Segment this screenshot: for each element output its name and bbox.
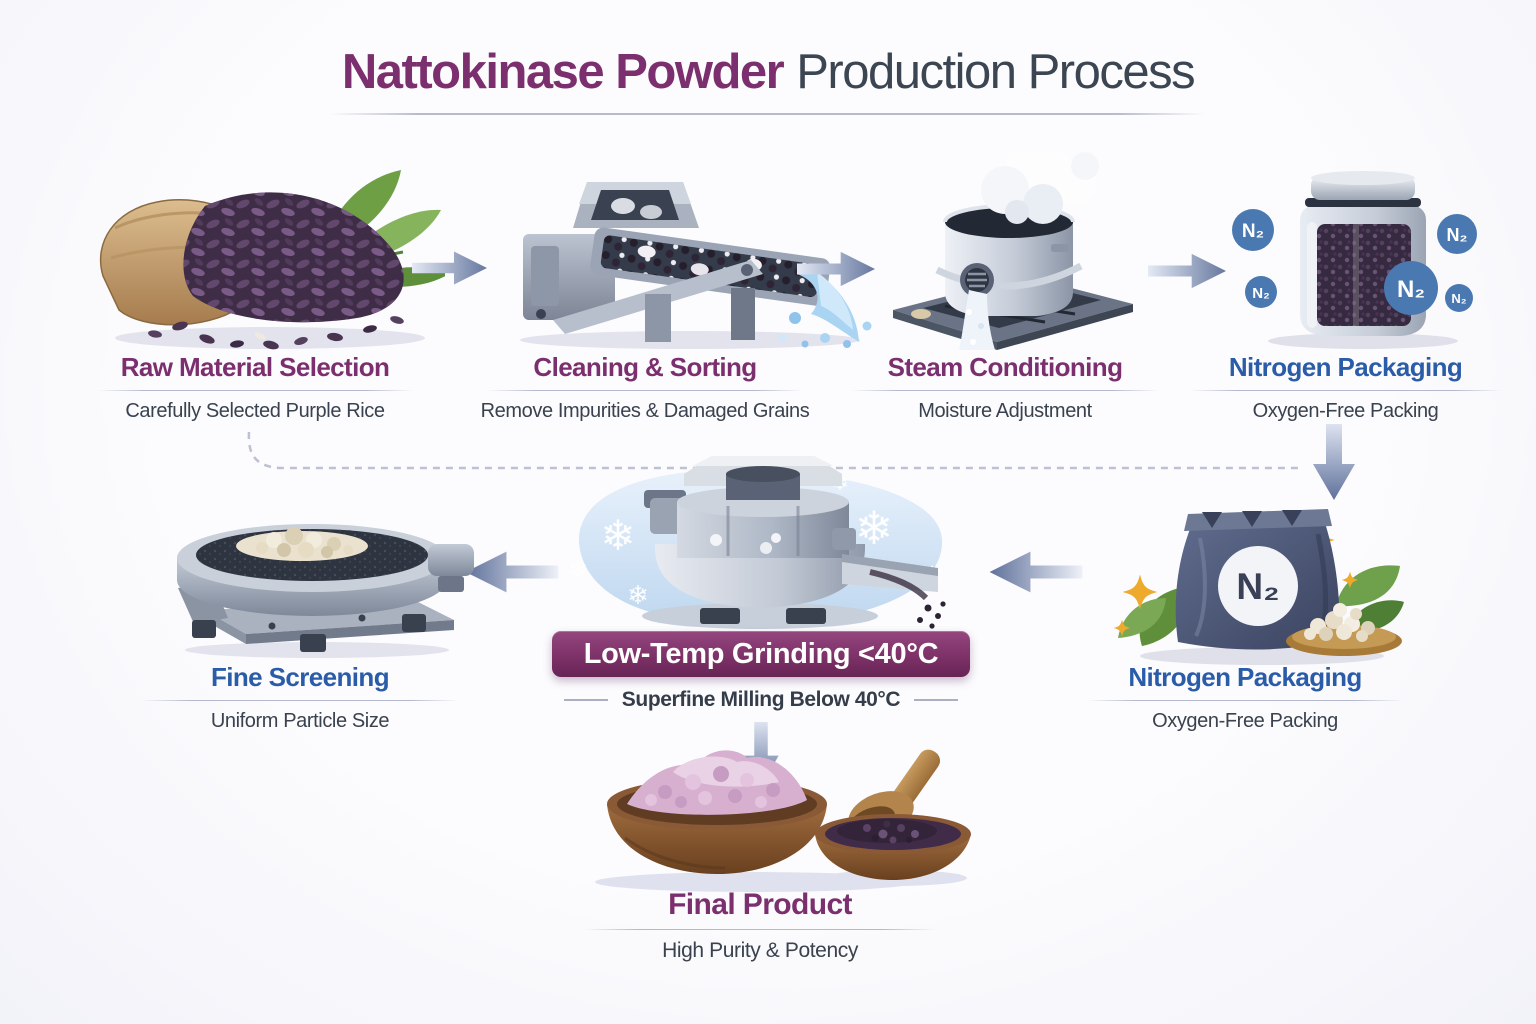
step-title: Nitrogen Packaging	[1128, 662, 1362, 692]
grinding-mill-icon	[642, 456, 946, 629]
title-highlight: Nattokinase Powder	[341, 45, 785, 99]
pink-powder-icon	[627, 750, 807, 815]
label-divider	[851, 390, 1159, 391]
arrow-down-icon	[1313, 424, 1355, 500]
feed-hopper-icon	[573, 182, 699, 228]
step-steam: Steam Conditioning Moisture Adjustment	[830, 352, 1180, 423]
label-divider	[486, 390, 804, 391]
step-subtitle: Remove Impurities & Damaged Grains	[480, 400, 810, 422]
sorting-belt-icon	[590, 227, 831, 306]
sieve-motor	[428, 544, 474, 592]
label-divider	[584, 929, 936, 930]
n2-label: N₂	[1252, 285, 1270, 302]
arrow-right-icon	[797, 251, 875, 287]
step-title: Nitrogen Packaging	[1228, 352, 1463, 382]
step-nitrogen-jar: Nitrogen Packaging Oxygen-Free Packing	[1168, 352, 1523, 423]
arrow-right-icon	[412, 251, 487, 285]
purple-rice-pile-icon	[148, 192, 404, 350]
grinding-subtitle-row: Superfine Milling Below 40°C	[540, 688, 982, 712]
n2-label: N₂	[1451, 291, 1466, 306]
label-divider	[96, 390, 414, 391]
n2-label: N₂	[1447, 225, 1468, 245]
label-divider	[1189, 390, 1502, 391]
n2-pouch-icon: N₂	[1175, 509, 1340, 650]
step-title: Raw Material Selection	[120, 352, 390, 382]
pellet-plate-icon	[1286, 603, 1402, 656]
step-subtitle: Carefully Selected Purple Rice	[125, 400, 385, 422]
n2-label: N₂	[1242, 221, 1264, 242]
step-screening: Fine Screening Uniform Particle Size	[120, 662, 480, 733]
water-splash-icon	[779, 266, 872, 348]
step-subtitle: Oxygen-Free Packing	[1152, 710, 1338, 732]
n2-label: N₂	[1397, 276, 1425, 303]
step-raw-material: Raw Material Selection Carefully Selecte…	[75, 352, 435, 423]
step-subtitle: High Purity & Potency	[662, 939, 858, 962]
step-title: Final Product	[668, 888, 852, 921]
step-cleaning: Cleaning & Sorting Remove Impurities & D…	[465, 352, 825, 423]
final-product-illustration	[595, 749, 971, 892]
arrow-left-icon	[465, 551, 559, 593]
side-dash	[914, 699, 959, 701]
n2-bubble-icon: N₂ N₂ N₂ N₂ N₂	[1232, 209, 1477, 315]
svg-text:❄: ❄	[568, 557, 588, 584]
nitrogen-jar-illustration: N₂ N₂ N₂ N₂ N₂	[1232, 171, 1477, 349]
nitrogen-bag-illustration: N₂	[1113, 509, 1404, 665]
grinding-banner: Low-Temp Grinding <40°C	[552, 631, 970, 677]
step-subtitle: Moisture Adjustment	[918, 400, 1092, 422]
step-final-product: Final Product High Purity & Potency	[560, 888, 960, 963]
steam-pot-icon	[935, 204, 1083, 316]
grinder-illustration: ❄ ❄ ❄ ❄ ❄ ❄	[568, 456, 946, 629]
steam-conditioning-illustration	[893, 152, 1133, 350]
title-divider	[330, 113, 1205, 115]
steam-cloud-icon	[981, 152, 1099, 224]
label-divider	[141, 700, 459, 701]
step-title: Fine Screening	[211, 662, 390, 692]
label-divider	[1086, 700, 1404, 701]
raw-material-illustration	[99, 170, 445, 350]
step-nitrogen-bag: Nitrogen Packaging Oxygen-Free Packing	[1065, 662, 1425, 733]
dashed-connector-line	[247, 431, 1300, 470]
step-title: Cleaning & Sorting	[533, 352, 757, 382]
powder-pile-icon	[236, 527, 368, 561]
cleaning-machine-illustration	[520, 182, 872, 349]
step-subtitle: Oxygen-Free Packing	[1252, 400, 1439, 422]
svg-text:❄: ❄	[600, 512, 635, 559]
n2-label: N₂	[1236, 566, 1279, 607]
step-subtitle: Uniform Particle Size	[210, 710, 390, 732]
svg-text:❄: ❄	[627, 580, 649, 610]
step-subtitle: Superfine Milling Below 40°C	[621, 688, 901, 711]
side-dash	[563, 699, 608, 701]
step-title: Steam Conditioning	[887, 352, 1123, 382]
water-stream-icon	[959, 290, 995, 350]
title-rest: Production Process	[796, 45, 1195, 99]
small-bowl-icon	[815, 814, 971, 880]
arrow-left-icon	[989, 551, 1083, 593]
screening-machine-illustration	[177, 524, 474, 658]
arrow-right-icon	[1148, 253, 1226, 289]
